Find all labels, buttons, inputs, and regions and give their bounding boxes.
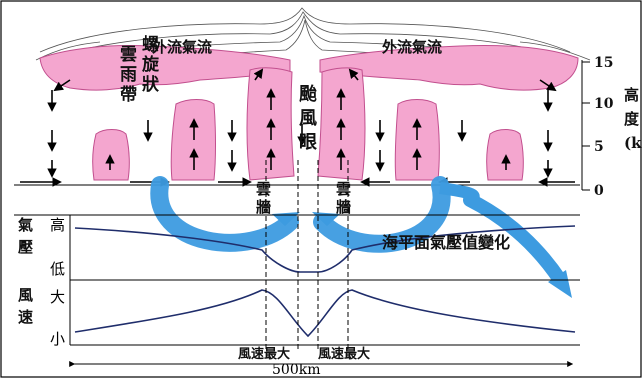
height-tick-0: 0 [594,183,604,199]
height-axis: 15 10 5 0 [581,55,614,199]
eyewall-label-left: 雲牆 [256,180,271,216]
outflow-label-right: 外流氣流 [381,38,442,56]
outflow-curl-arrow [348,68,359,81]
max-wind-label-right: 風速最大 [318,346,370,362]
pressure-change-label: 海平面氣壓值變化 [382,233,510,252]
outflow-cloud-left [39,45,291,91]
outflow-curl-arrow [539,79,557,92]
height-tick-5: 5 [594,139,604,155]
pressure-high-label: 高 [50,216,65,234]
height-axis-label: 高度(km) [624,86,642,152]
outflow-curl-arrow [253,68,264,81]
pressure-axis-label: 氣壓 [18,216,33,256]
height-tick-15: 15 [594,55,613,71]
wind-axis-label: 風速 [18,286,33,326]
wind-small-label: 小 [50,330,65,348]
rain-band-label: 雲雨帶 [120,45,137,105]
pressure-low-label: 低 [50,260,65,278]
eyewall-label-right: 雲牆 [336,180,351,216]
scale-label: 500km [272,362,320,378]
wind-big-label: 大 [50,288,65,306]
airflow-arrows [20,68,575,187]
scale-bar: 500km [69,361,574,378]
small-cell-right [486,129,524,181]
max-wind-label-left: 風速最大 [238,346,290,362]
outflow-label-left: 外流氣流 [151,38,212,56]
outflow-curl-arrow [53,79,71,92]
small-cell-left [92,129,130,181]
height-tick-10: 10 [594,96,614,112]
spiral-label: 螺旋狀 [141,35,160,95]
eye-label: 颱風眼 [299,84,317,153]
wind-curve [74,289,576,338]
